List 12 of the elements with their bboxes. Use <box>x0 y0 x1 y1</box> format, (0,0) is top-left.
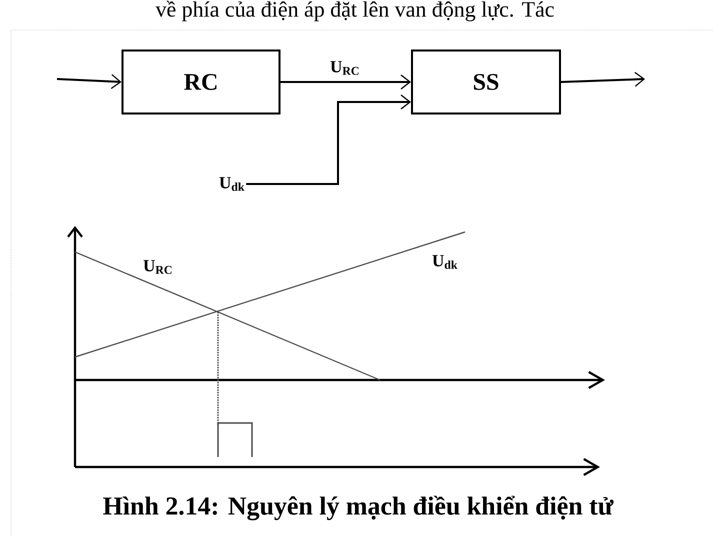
edge-label: U$_{RC}$ <box>330 61 359 75</box>
block-box: RC <box>122 50 280 114</box>
curve-label: U$_{RC}$ <box>144 260 172 274</box>
block-box: SS <box>411 50 561 114</box>
arrow <box>560 72 645 87</box>
caption: Hình 2.14: Nguyên lý mạch điều khiển điện tử <box>103 496 614 520</box>
arrow <box>246 94 411 185</box>
text-line: về phía của điện áp đặt lên van động lực. Tác <box>156 0 554 22</box>
curve-label: U$_{dk}$ <box>432 255 458 269</box>
signal-label: U$_{dk}$ <box>219 177 244 191</box>
arrow <box>56 74 122 90</box>
arrow <box>280 74 411 90</box>
